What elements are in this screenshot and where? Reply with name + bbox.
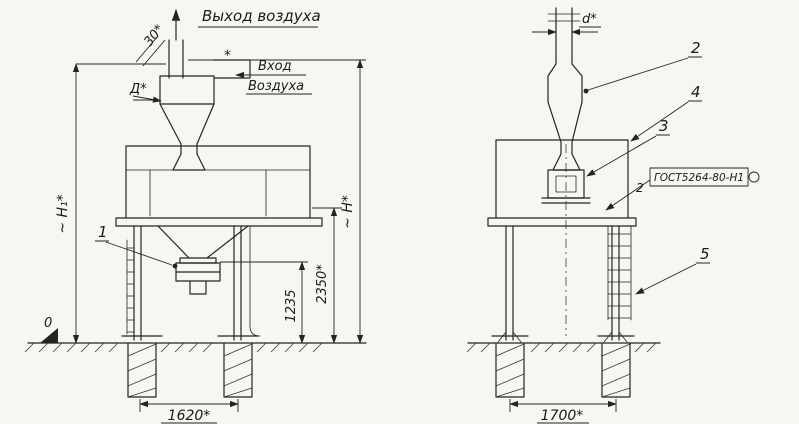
dim-1235-label: 1235 [284,289,299,322]
air-outlet-label: Выход воздуха [202,7,321,25]
side-view-dimensions [509,26,749,424]
item-5-label: 5 [700,245,710,263]
item-4-label: 4 [691,83,701,101]
item-3-label: 3 [659,117,669,135]
air-inlet-label-line1: Вход [258,59,292,74]
item-2-label: 2 [691,39,701,57]
pipe-diameter-dim-label: d* [582,12,597,27]
item-1-label: 1 [98,223,108,241]
dim-2350-label: 2350* [315,264,330,304]
height-h1-dim-label: ~ H₁* [55,194,71,233]
dim-1620-label: 1620* [168,408,211,424]
side-view-linework [467,7,661,398]
ground-datum-label: 0 [44,316,52,331]
front-view: Выход воздуха Вход Воздуха * 30* Д* ~ H₁… [24,7,367,424]
weld-callout-circle [748,171,760,183]
item-2-leader-dot [583,88,589,94]
side-view: d* 2 4 3 ГОСТ5264-80-Н1 2 5 1700* [466,7,760,424]
side-view-hatching [466,342,657,398]
cyclone-diameter-dim-label: Д* [129,82,147,97]
inlet-star-mark: * [224,48,231,64]
pipe-angle-dim-label: 30* [141,22,167,50]
front-view-dimensions [72,26,366,424]
weld-number-label: 2 [636,181,644,195]
front-view-linework [27,8,367,398]
dim-1700-label: 1700* [541,408,584,424]
weld-spec-label: ГОСТ5264-80-Н1 [654,172,744,184]
item-1-leader-dot [172,263,178,269]
air-inlet-label-line2: Воздуха [248,79,304,94]
height-h-dim-label: ~ H* [340,195,356,229]
front-view-hatching [24,342,323,398]
datum-triangle [40,328,58,343]
